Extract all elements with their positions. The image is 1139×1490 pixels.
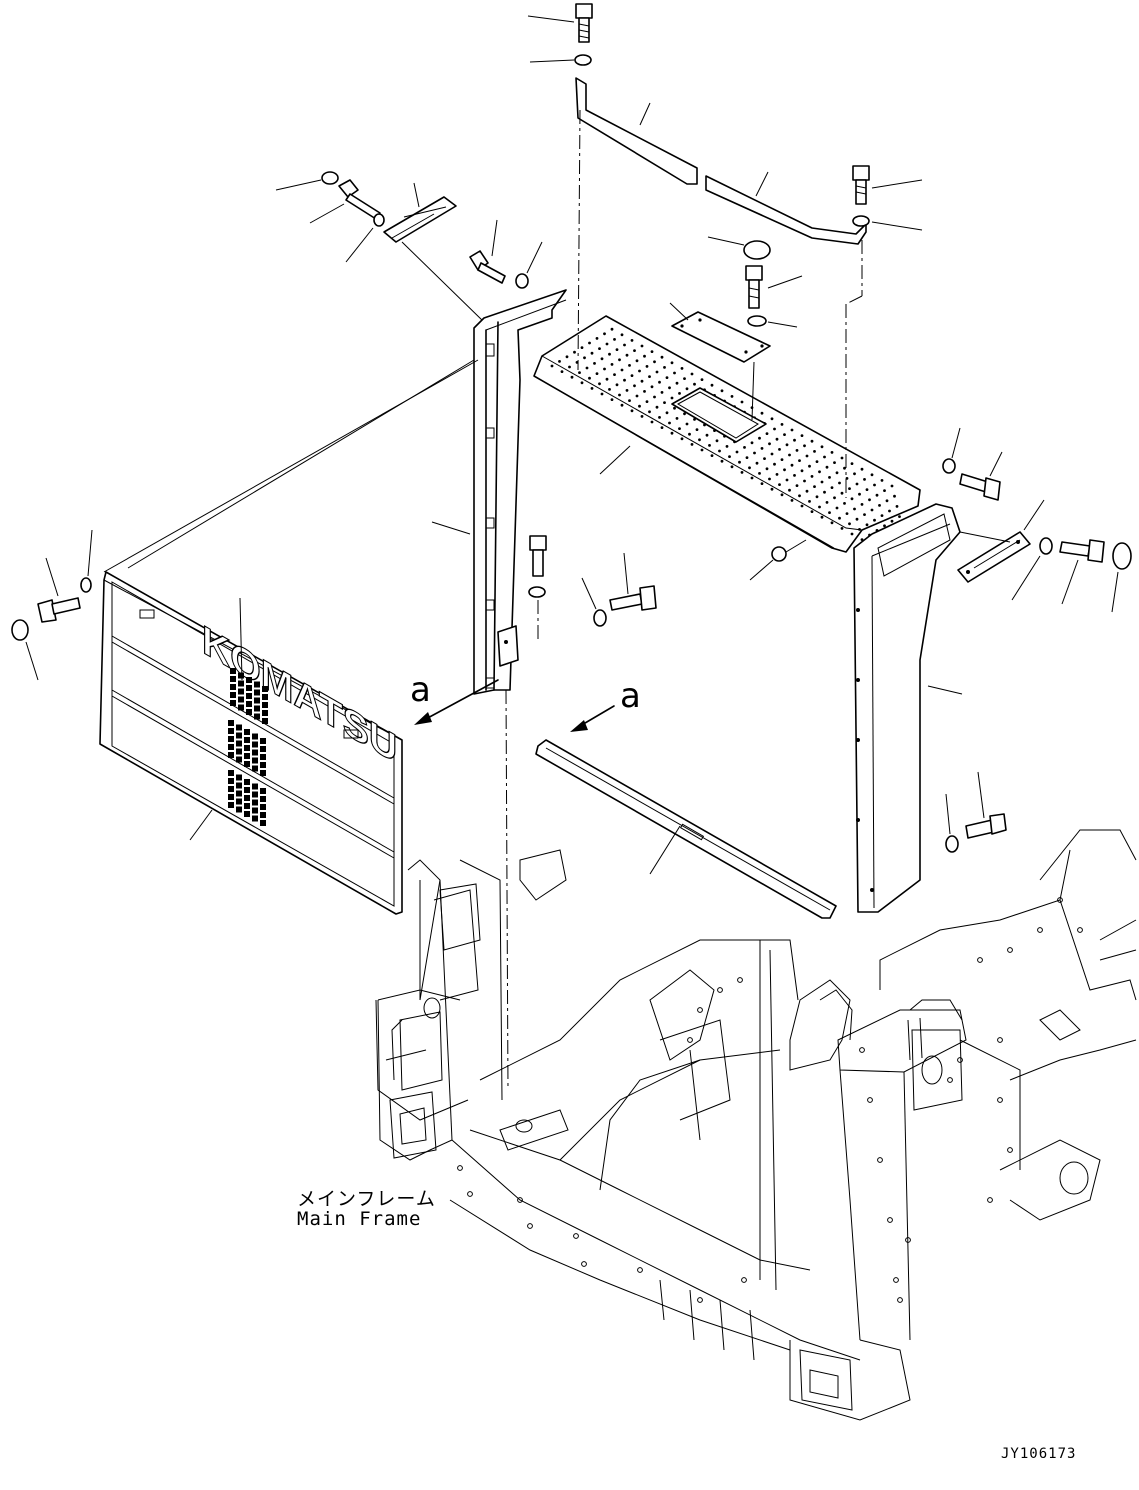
right-bolt-1: [959, 473, 1001, 501]
right-lower-bolt: [965, 813, 1007, 839]
main-frame-label-en: Main Frame: [297, 1208, 422, 1230]
right-top-washer: [852, 215, 870, 227]
top-bracket-right: [705, 175, 867, 245]
right-washer-1: [942, 458, 956, 474]
pillar-washer-right: [593, 609, 607, 627]
right-lower-washer: [945, 835, 959, 853]
grille-washer: [80, 577, 92, 593]
left-pillar-bolt: [469, 250, 506, 284]
right-bolt-2: [1059, 539, 1105, 563]
grille-bolt: [37, 597, 81, 623]
left-top-bolt: [338, 179, 381, 220]
right-cap-plug: [1112, 542, 1132, 570]
bottom-bar: [535, 739, 837, 919]
right-small-plate: [957, 531, 1031, 583]
pillar-bolt-right: [609, 585, 657, 611]
front-grille: [99, 571, 403, 915]
drawing-code: JY106173: [1001, 1446, 1077, 1462]
cap-plug: [743, 240, 771, 260]
frame-bolt-holes: [457, 897, 1083, 1303]
right-top-bolt: [852, 165, 870, 205]
center-washer: [747, 315, 767, 327]
top-panel-nut: [771, 546, 787, 562]
top-washer: [574, 54, 592, 66]
cover-plate: [671, 311, 771, 363]
center-bolt: [745, 265, 763, 309]
grille-cap-plug: [11, 619, 29, 641]
view-marker-left: a: [410, 670, 431, 710]
main-frame-label-jp: メインフレーム: [297, 1188, 436, 1210]
right-washer-2: [1039, 537, 1053, 555]
left-top-nut: [321, 171, 339, 185]
left-small-plate: [383, 196, 457, 243]
top-bolt: [575, 3, 593, 43]
view-marker-right: a: [620, 676, 641, 716]
top-bracket-left: [575, 77, 698, 185]
mid-washer: [528, 586, 546, 598]
mid-bolt: [529, 535, 547, 577]
left-top-washer: [373, 213, 385, 227]
left-pillar-washer: [515, 273, 529, 289]
right-pillar: [853, 503, 961, 913]
grille-vent-pattern: [228, 668, 268, 826]
main-frame: [375, 689, 1137, 1421]
